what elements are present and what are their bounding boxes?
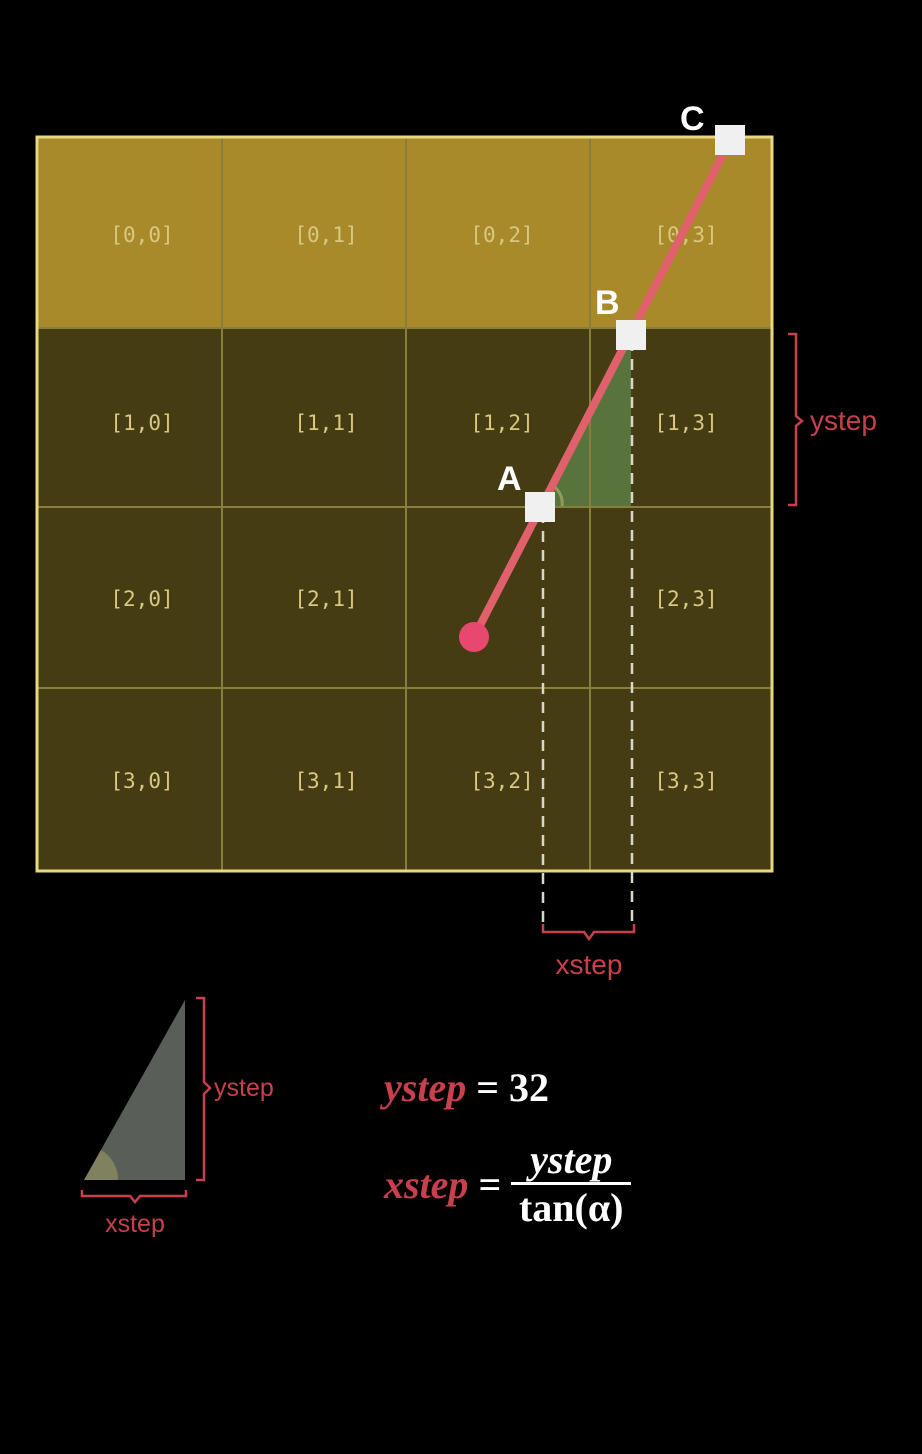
xstep-formula-equals: = — [478, 1162, 502, 1207]
cell-label-1-0: [1,0] — [110, 411, 173, 435]
cell-labels: [0,0] [0,1] [0,2] [0,3] [1,0] [1,1] [1,2… — [110, 223, 717, 793]
cell-label-3-2: [3,2] — [470, 769, 533, 793]
xstep-label: xstep — [556, 949, 623, 980]
explainer-triangle — [84, 1000, 185, 1180]
triangle-ystep-bracket — [196, 996, 212, 1182]
ystep-formula-var: ystep — [384, 1065, 467, 1110]
cell-label-1-2: [1,2] — [470, 411, 533, 435]
xstep-formula: xstep = ystep tan(α) — [384, 1137, 632, 1231]
triangle-xstep-label: xstep — [105, 1210, 165, 1238]
cell-label-3-3: [3,3] — [654, 769, 717, 793]
cell-label-3-1: [3,1] — [294, 769, 357, 793]
ystep-bracket — [788, 332, 804, 507]
node-a — [525, 492, 555, 522]
cell-label-0-1: [0,1] — [294, 223, 357, 247]
triangle-xstep-bracket — [80, 1190, 188, 1204]
explainer-angle — [84, 1150, 119, 1180]
xstep-formula-var: xstep — [384, 1162, 469, 1207]
ystep-formula-equals: = — [476, 1065, 499, 1110]
cell-label-2-0: [2,0] — [110, 587, 173, 611]
ray-line — [470, 137, 734, 641]
grid-border — [35, 135, 774, 873]
cell-label-1-3: [1,3] — [654, 411, 717, 435]
xstep-bracket — [541, 924, 636, 942]
marker-label-b: B — [595, 284, 620, 322]
ystep-formula-value: 32 — [508, 1065, 549, 1110]
xstep-fraction: ystep tan(α) — [511, 1137, 632, 1231]
marker-label-c: C — [680, 100, 705, 138]
ray-origin — [459, 622, 489, 652]
fraction-bar — [511, 1182, 632, 1185]
cell-label-2-3: [2,3] — [654, 587, 717, 611]
ystep-formula: ystep = 32 — [384, 1064, 549, 1111]
marker-label-a: A — [497, 460, 522, 498]
projection-lines — [541, 340, 634, 928]
fraction-numerator: ystep — [530, 1137, 613, 1182]
cell-label-0-0: [0,0] — [110, 223, 173, 247]
ystep-label: ystep — [810, 405, 877, 436]
node-b — [616, 320, 646, 350]
cell-label-3-0: [3,0] — [110, 769, 173, 793]
triangle-ystep-label: ystep — [214, 1074, 274, 1102]
node-c — [715, 125, 745, 155]
cell-label-2-1: [2,1] — [294, 587, 357, 611]
cell-label-0-2: [0,2] — [470, 223, 533, 247]
grid-lines — [37, 137, 772, 871]
cell-label-1-1: [1,1] — [294, 411, 357, 435]
fraction-denominator: tan(α) — [518, 1185, 624, 1230]
